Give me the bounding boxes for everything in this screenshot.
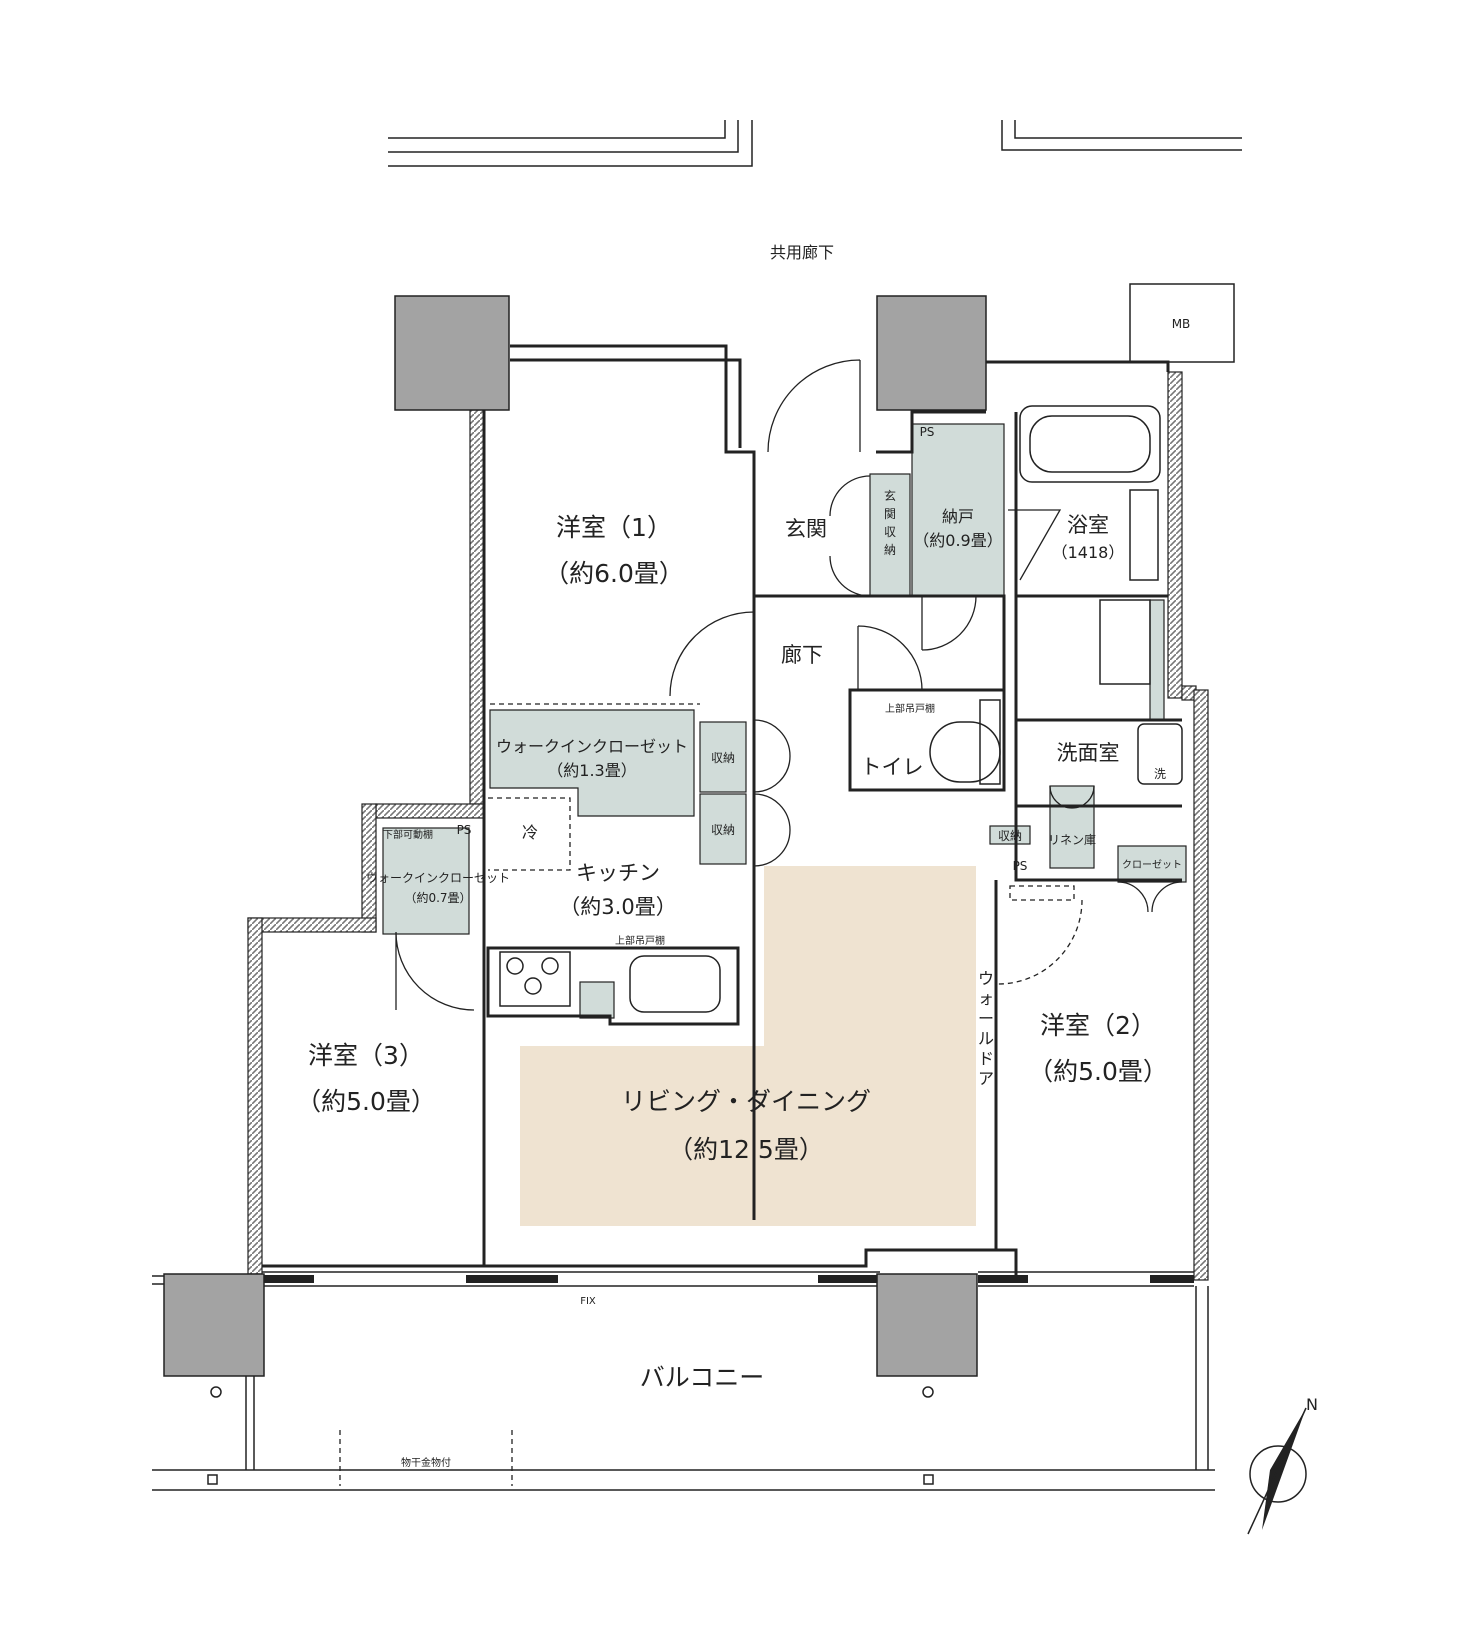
- walls: [262, 344, 1182, 1280]
- closet-storage-size: （約0.9畳）: [913, 531, 1002, 550]
- wic1-name: ウォークインクローゼット: [496, 737, 688, 756]
- storage-label-lower: 収納: [711, 823, 735, 837]
- bath-label: 浴室: [1067, 513, 1109, 537]
- living-name: リビング・ダイニング: [621, 1087, 871, 1116]
- window-line: [152, 1271, 1194, 1287]
- toilet-upper-cabinet-label: 上部吊戸棚: [885, 702, 935, 715]
- bath-size: （1418）: [1052, 543, 1125, 562]
- wall-door-label: ウォールドア: [978, 969, 994, 1088]
- kitchen-upper-cabinet-label: 上部吊戸棚: [615, 934, 665, 947]
- toilet-label: トイレ: [861, 755, 924, 779]
- washer-label: 洗: [1154, 767, 1166, 781]
- storage-areas: [382, 423, 1187, 1019]
- room1-size: （約6.0畳）: [544, 559, 684, 588]
- room3-name: 洋室（3）: [308, 1041, 424, 1070]
- closet-storage-label: 納戸: [942, 507, 974, 526]
- wic2-name: ウォークインクローゼット: [366, 871, 510, 885]
- mb-label: MB: [1172, 317, 1191, 331]
- closet-label: クローゼット: [1122, 859, 1182, 871]
- mb-box: [1129, 283, 1235, 363]
- room2-size: （約5.0畳）: [1028, 1057, 1168, 1086]
- north-arrow-icon: [1247, 1407, 1307, 1535]
- room2-name: 洋室（2）: [1040, 1011, 1156, 1040]
- balcony-outline: [152, 1286, 1215, 1491]
- lower-shelf-label: 下部可動棚: [383, 828, 433, 841]
- north-label: N: [1306, 1395, 1318, 1414]
- corridor-outline: [388, 120, 1242, 167]
- entrance-label: 玄関: [785, 517, 827, 541]
- laundry-hook-label: 物干金物付: [401, 1456, 451, 1469]
- hallway-label: 廊下: [781, 643, 823, 667]
- kitchen-size: （約3.0畳）: [559, 895, 676, 919]
- wic2-size: （約0.7畳）: [404, 890, 471, 905]
- living-dining-area: [520, 866, 976, 1226]
- kitchen-name: キッチン: [576, 861, 660, 885]
- living-size: （約12.5畳）: [668, 1135, 824, 1164]
- fixtures: [499, 405, 1183, 1013]
- fridge-label: 冷: [522, 823, 538, 842]
- entrance-storage-label: 玄関収納: [884, 488, 896, 557]
- washroom-label: 洗面室: [1057, 741, 1120, 765]
- ps-label-wash: PS: [1013, 859, 1028, 873]
- room3-size: （約5.0畳）: [296, 1087, 436, 1116]
- storage-label-upper: 収納: [711, 751, 735, 765]
- ps-label-top: PS: [920, 425, 935, 439]
- doors: [395, 359, 1183, 1011]
- wic1-size: （約1.3畳）: [547, 761, 636, 780]
- linen-label: リネン庫: [1048, 833, 1096, 847]
- wash-storage-label: 収納: [998, 829, 1022, 843]
- fix-label: FIX: [580, 1296, 596, 1307]
- balcony-label: バルコニー: [640, 1363, 765, 1392]
- common-corridor-label: 共用廊下: [770, 243, 834, 262]
- ps-label-wic2: PS: [457, 823, 472, 837]
- room1-name: 洋室（1）: [556, 513, 672, 542]
- columns: [163, 295, 987, 1377]
